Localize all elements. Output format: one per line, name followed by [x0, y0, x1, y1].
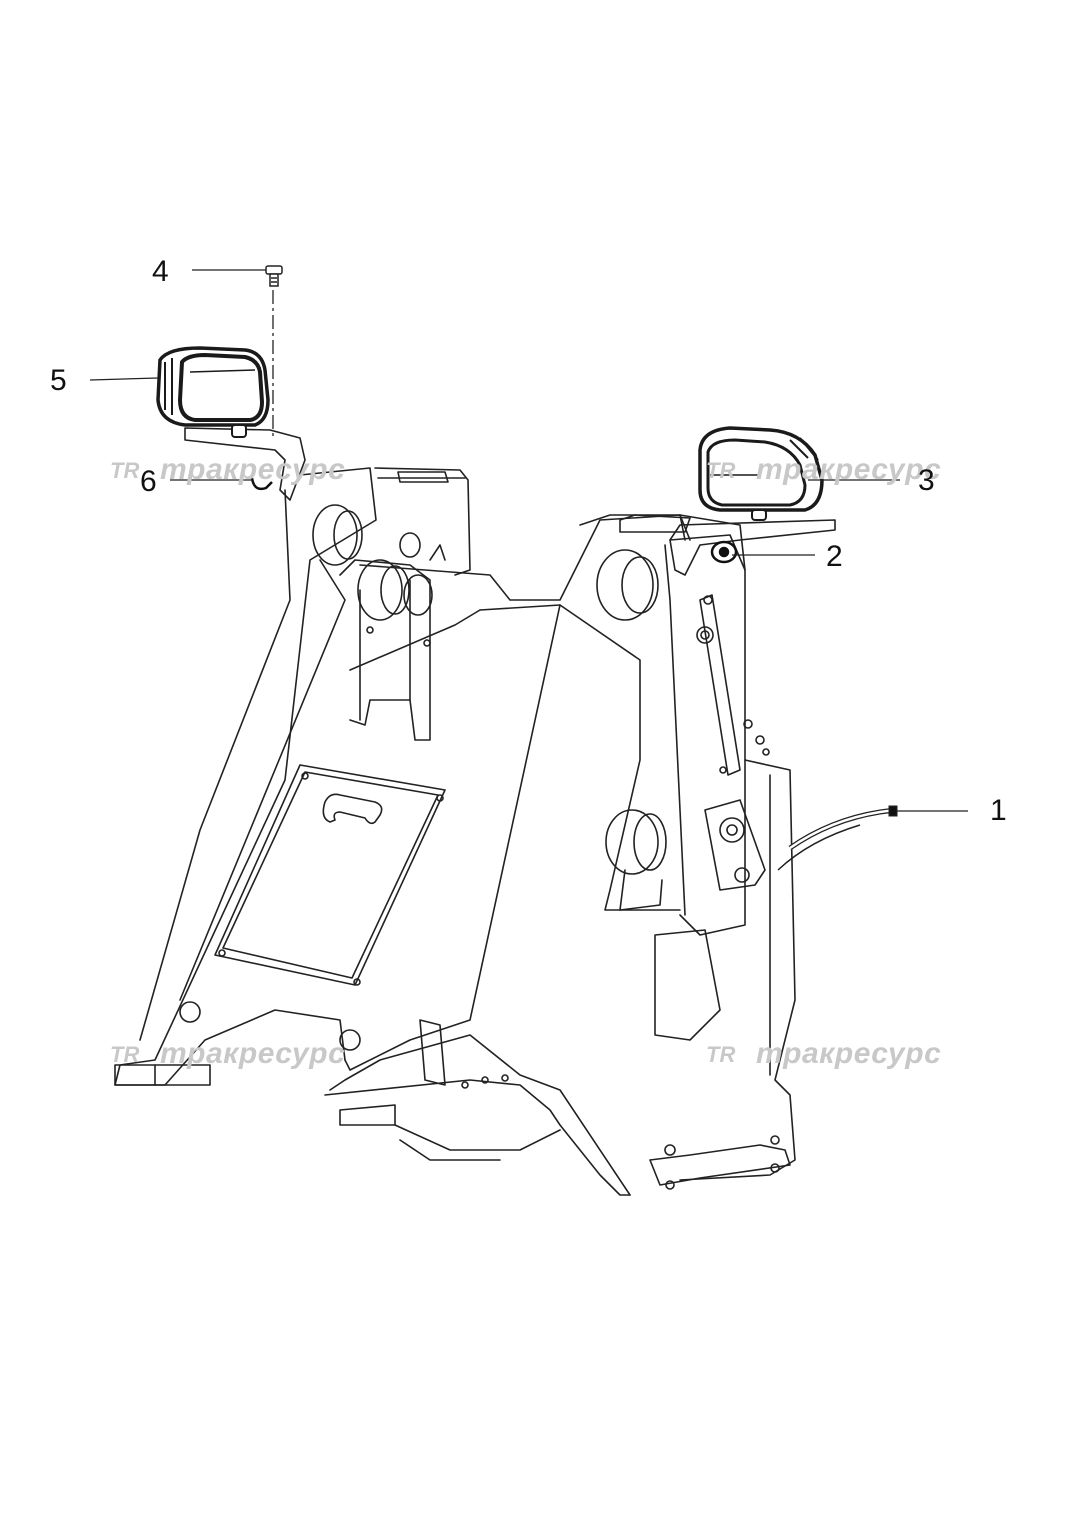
watermark-logo: TR	[110, 458, 140, 483]
cross-member	[312, 467, 471, 741]
washer-part-2	[710, 540, 738, 564]
right-top-plate	[619, 514, 836, 576]
leader-5	[89, 377, 159, 381]
cable-part-1	[777, 805, 898, 871]
right-upright	[579, 514, 796, 1190]
watermark-logo: TR	[706, 1042, 736, 1067]
watermark-text: тракресурс	[756, 1037, 942, 1070]
callout-5: 5	[50, 364, 67, 397]
callout-1: 1	[990, 794, 1007, 827]
left-light-bracket	[184, 427, 306, 501]
leader-lines	[89, 269, 968, 812]
watermark-logo: TR	[110, 1042, 140, 1067]
callout-6: 6	[140, 465, 157, 498]
watermark-logo: TR	[706, 458, 736, 483]
callout-3: 3	[918, 464, 935, 497]
watermark-text: тракресурс	[756, 453, 942, 486]
bolt-part-4	[265, 265, 283, 287]
callout-4: 4	[152, 255, 169, 288]
watermark-text: тракресурс	[160, 453, 346, 486]
washer-part-6	[250, 477, 273, 491]
work-light-left	[156, 346, 270, 438]
main-frame	[114, 467, 691, 1196]
callout-2: 2	[826, 540, 843, 573]
watermark-text: тракресурс	[160, 1037, 346, 1070]
work-light-right	[698, 426, 824, 521]
